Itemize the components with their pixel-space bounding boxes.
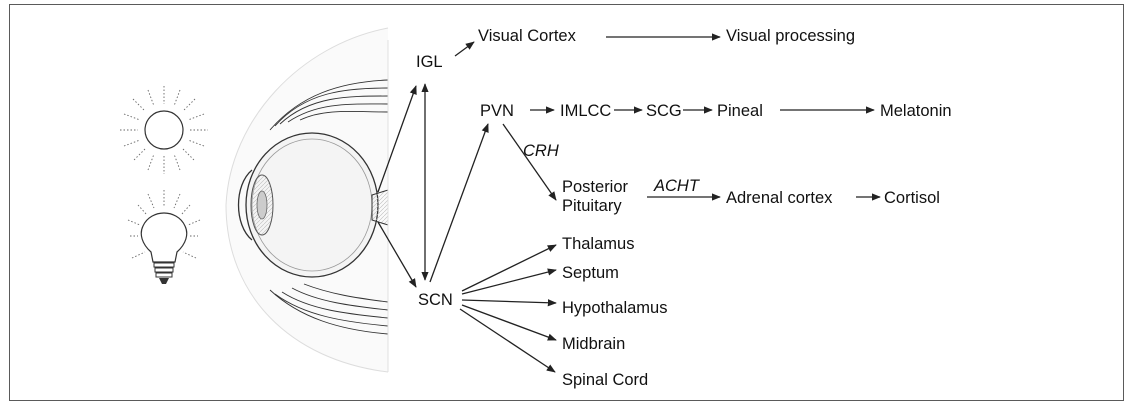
node-septum: Septum [562, 264, 619, 282]
node-hypothalamus: Hypothalamus [562, 299, 667, 317]
arrow-igl-to-visual-cortex [455, 42, 474, 56]
arrow-scn-to-pvn [430, 124, 488, 282]
label-acht: ACHT [653, 177, 701, 195]
node-igl: IGL [416, 53, 443, 71]
node-spinal-cord: Spinal Cord [562, 371, 648, 389]
arrow-scn-to-midbrain [462, 305, 556, 340]
node-visual-processing: Visual processing [726, 27, 855, 45]
label-crh: CRH [523, 142, 559, 160]
sun-icon [120, 86, 208, 174]
node-adrenal-cortex: Adrenal cortex [726, 189, 833, 207]
node-scn: SCN [418, 291, 453, 309]
node-thalamus: Thalamus [562, 235, 634, 253]
node-pvn: PVN [480, 102, 514, 120]
node-visual-cortex: Visual Cortex [478, 27, 577, 45]
node-cortisol: Cortisol [884, 189, 940, 207]
node-pineal: Pineal [717, 102, 763, 120]
arrow-scn-to-spinal-cord [460, 309, 555, 372]
light-bulb-icon [128, 190, 200, 284]
eye-illustration [226, 28, 388, 372]
arrow-scn-to-hypothalamus [462, 300, 556, 303]
arrow-pvn-to-pituitary [503, 124, 556, 200]
node-midbrain: Midbrain [562, 335, 625, 353]
node-melatonin: Melatonin [880, 102, 952, 120]
node-pituitary: Pituitary [562, 197, 622, 215]
node-posterior: Posterior [562, 178, 629, 196]
arrow-scn-to-thalamus [462, 245, 556, 291]
node-scg: SCG [646, 102, 682, 120]
arrow-scn-to-septum [462, 270, 556, 294]
node-imlcc: IMLCC [560, 102, 611, 120]
